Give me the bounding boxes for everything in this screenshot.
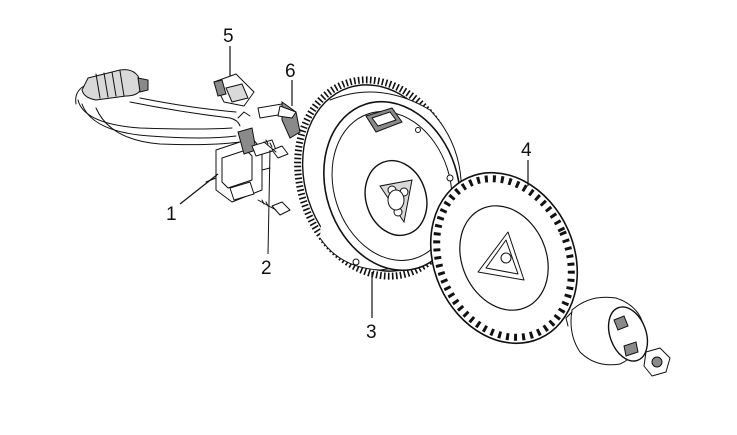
bolt-lower — [257, 199, 291, 216]
callout-2: 2 — [261, 258, 272, 279]
flywheel-nut — [643, 347, 671, 377]
callout-5: 5 — [223, 26, 234, 47]
cooling-fan — [429, 171, 579, 345]
callout-1: 1 — [166, 204, 177, 225]
callout-3: 3 — [366, 322, 377, 343]
key-holder — [213, 73, 255, 107]
flywheel — [294, 76, 462, 280]
callout-4: 4 — [521, 140, 532, 161]
woodruff-key — [257, 101, 301, 139]
bolts — [257, 139, 291, 216]
ignition-coil — [75, 69, 277, 203]
coil-body — [205, 127, 277, 203]
starter-cup — [565, 296, 649, 366]
spark-plug-cap — [75, 69, 149, 105]
bolt-upper — [263, 139, 289, 159]
callout-6: 6 — [285, 61, 296, 82]
wire-harness — [77, 97, 251, 146]
leader-lines — [179, 46, 529, 318]
